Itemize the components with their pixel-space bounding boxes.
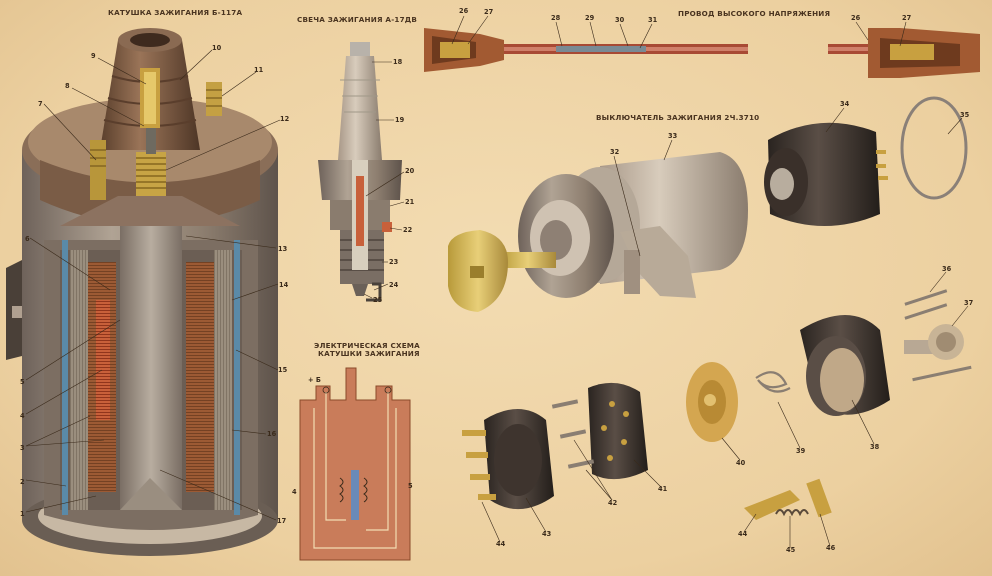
- callout-31: 31: [648, 16, 658, 24]
- callout-35: 35: [960, 111, 970, 119]
- callout-21: 21: [405, 198, 415, 206]
- callout-12: 12: [280, 115, 290, 123]
- callout-45: 45: [786, 546, 796, 554]
- callout-46: 46: [826, 544, 836, 552]
- callout-9: 9: [91, 52, 96, 60]
- callout-29: 29: [585, 14, 595, 22]
- scheme-title-line2: КАТУШКИ ЗАЖИГАНИЯ: [318, 349, 420, 358]
- callout-32: 32: [610, 148, 620, 156]
- callout-24: 24: [389, 281, 399, 289]
- callout-27-right: 27: [902, 14, 912, 22]
- callout-43: 43: [542, 530, 552, 538]
- callout-30: 30: [615, 16, 625, 24]
- wire-title: ПРОВОД ВЫСОКОГО НАПРЯЖЕНИЯ: [678, 9, 830, 18]
- callout-28: 28: [551, 14, 561, 22]
- callout-16: 16: [267, 430, 277, 438]
- scheme-callout-5: 5: [408, 482, 413, 490]
- callout-4: 4: [20, 412, 25, 420]
- callout-10: 10: [212, 44, 222, 52]
- callout-7: 7: [38, 100, 43, 108]
- callout-19: 19: [395, 116, 405, 124]
- spark-plug: [318, 42, 402, 302]
- callout-numbers: 1 2 3 4 5 6 7 8 9 10 11 12 13 14 15 16 1…: [20, 7, 974, 554]
- callout-36: 36: [942, 265, 952, 273]
- callout-3: 3: [20, 444, 25, 452]
- scheme-terminal-label: + Б: [308, 376, 321, 384]
- callout-13: 13: [278, 245, 288, 253]
- callout-6: 6: [25, 235, 30, 243]
- callout-44-left: 44: [496, 540, 506, 548]
- callout-20: 20: [405, 167, 415, 175]
- callout-17: 17: [277, 517, 287, 525]
- coil-electrical-schematic: [299, 367, 411, 561]
- callout-40: 40: [736, 459, 746, 467]
- callout-8: 8: [65, 82, 70, 90]
- callout-33: 33: [668, 132, 678, 140]
- callout-44-right: 44: [738, 530, 748, 538]
- callout-37: 37: [964, 299, 974, 307]
- callout-26-left: 26: [459, 7, 469, 15]
- callout-15: 15: [278, 366, 288, 374]
- switch-title: ВЫКЛЮЧАТЕЛЬ ЗАЖИГАНИЯ 2Ч.3710: [596, 113, 759, 122]
- plug-title: СВЕЧА ЗАЖИГАНИЯ А-17ДВ: [297, 15, 417, 24]
- callout-23: 23: [389, 258, 399, 266]
- callout-11: 11: [254, 66, 264, 74]
- callout-14: 14: [279, 281, 289, 289]
- scheme-title-line1: ЭЛЕКТРИЧЕСКАЯ СХЕМА: [314, 341, 420, 350]
- leader-lines: [25, 15, 969, 548]
- ignition-switch-assembly: [448, 96, 972, 520]
- callout-39: 39: [796, 447, 806, 455]
- callout-38: 38: [870, 443, 880, 451]
- callout-2: 2: [20, 478, 25, 486]
- callout-22: 22: [403, 226, 413, 234]
- callout-1: 1: [20, 510, 25, 518]
- callout-27-left: 27: [484, 8, 494, 16]
- callout-26-right: 26: [851, 14, 861, 22]
- callout-34: 34: [840, 100, 850, 108]
- callout-5: 5: [20, 378, 25, 386]
- callout-41: 41: [658, 485, 668, 493]
- coil-title: КАТУШКА ЗАЖИГАНИЯ Б-117А: [108, 8, 242, 17]
- callout-25: 25: [373, 296, 383, 304]
- callout-42: 42: [608, 499, 618, 507]
- scheme-callout-4: 4: [292, 488, 297, 496]
- ignition-coil-cutaway: [6, 28, 278, 556]
- callout-18: 18: [393, 58, 403, 66]
- high-voltage-wire: [424, 28, 980, 78]
